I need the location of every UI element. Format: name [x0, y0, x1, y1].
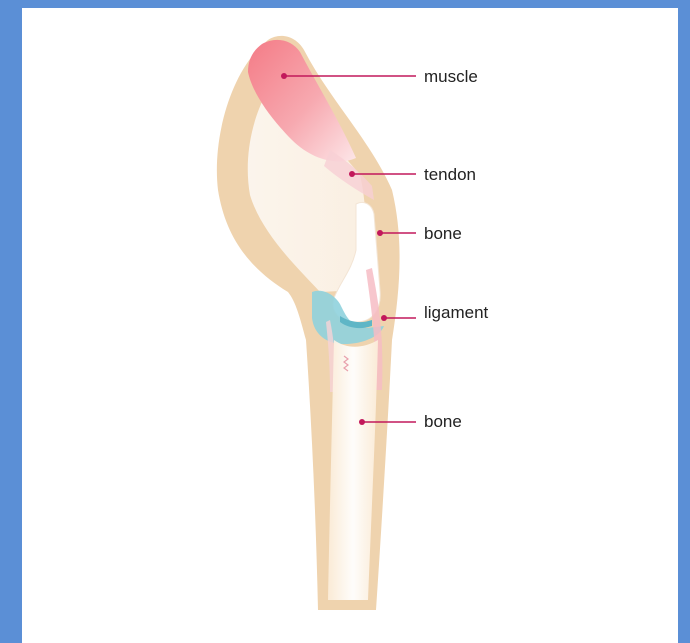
lower-bone-label: bone — [424, 412, 462, 431]
muscle-label: muscle — [424, 67, 478, 86]
upper-bone-label: bone — [424, 224, 462, 243]
ligament-callout: ligament — [381, 303, 489, 322]
ligament-label: ligament — [424, 303, 489, 322]
tendon-label: tendon — [424, 165, 476, 184]
